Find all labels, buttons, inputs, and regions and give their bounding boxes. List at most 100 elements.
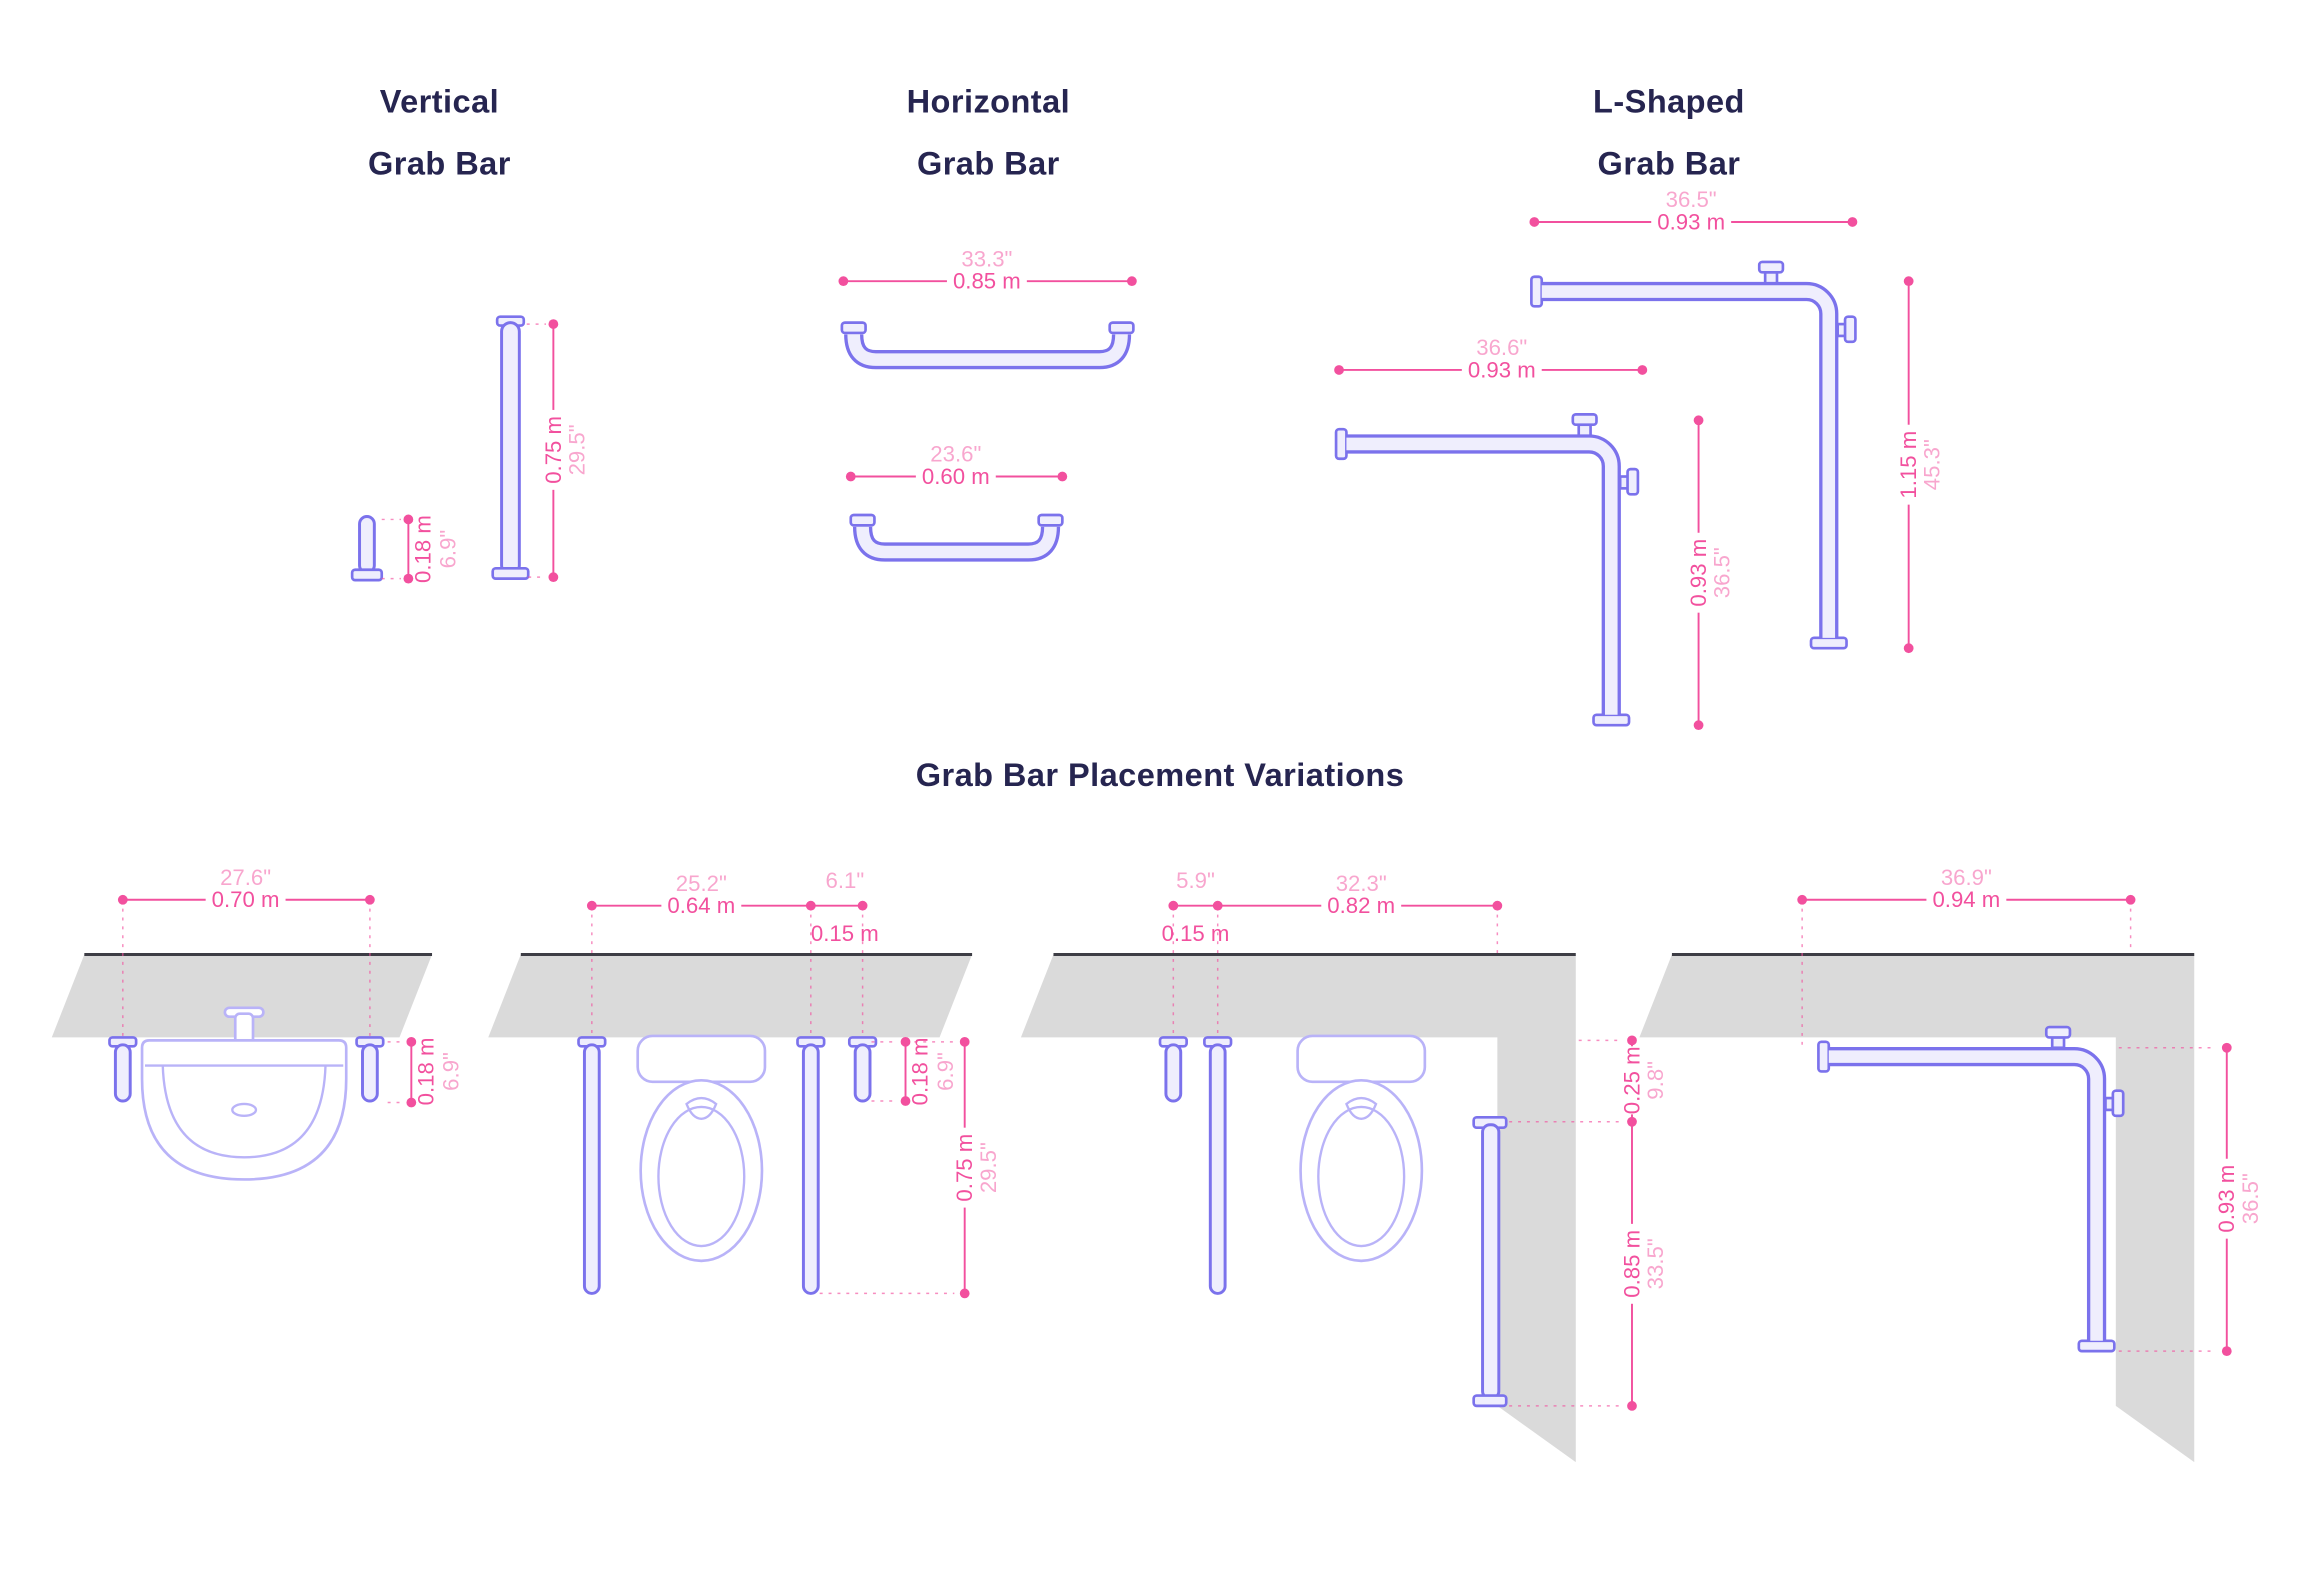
- dim-lcorner-height: 0.93 m 36.5": [2118, 1042, 2263, 1357]
- bar-tube: [1346, 437, 1618, 715]
- dim-inches-label: 9.8": [1643, 1061, 1668, 1100]
- bar-tube: [1208, 1043, 1227, 1295]
- dim-inches-label: 29.5": [976, 1142, 1001, 1193]
- dim-vertical-bar-small: 0.18 m 6.9": [381, 514, 461, 584]
- dim-dot: [1168, 900, 1179, 911]
- section-title: L-Shaped: [1593, 83, 1745, 119]
- dim-label-bg: [952, 1127, 979, 1208]
- section-title: Grab Bar: [368, 146, 511, 182]
- dim-label-bg: [541, 409, 567, 490]
- dim-inches-label: 6.9": [436, 530, 461, 569]
- dim-meters-label: 0.70 m: [212, 887, 280, 912]
- dim-dot: [900, 1096, 911, 1106]
- dim-inches-label: 6.9": [933, 1052, 958, 1091]
- dim-inches-label: 33.5": [1643, 1238, 1668, 1289]
- grab-bar-long: [1203, 1036, 1233, 1295]
- scenario-toilet: 25.2" 0.64 m 6.1" 0.15 m 0.18 m 6.9": [488, 868, 1001, 1299]
- dim-corner-bar-length: 0.85 m 33.5": [1509, 1121, 1668, 1411]
- toilet-seat: [657, 1105, 746, 1248]
- mount-plate: [840, 321, 867, 335]
- dim-inches-label: 27.6": [220, 865, 271, 890]
- placement-title: Grab Bar Placement Variations: [916, 757, 1405, 793]
- mount-plate: [1757, 260, 1785, 274]
- dim-l1-height: 1.15 m 45.3": [1896, 276, 1945, 654]
- dim-toilet-bar-short: 0.18 m 6.9": [871, 1036, 958, 1106]
- dim-toilet-width: 25.2" 0.64 m: [586, 871, 864, 1038]
- scenario-sink: 27.6" 0.70 m 0.18 m 6.9": [51, 865, 464, 1181]
- bar-tube: [500, 321, 521, 576]
- dim-dot: [1847, 217, 1858, 227]
- dim-meters-label: 0.64 m: [667, 893, 735, 918]
- dim-meters-label: 0.94 m: [1932, 887, 2000, 912]
- dim-inches-label: 36.5": [2238, 1173, 2263, 1224]
- dim-dot: [406, 1036, 417, 1047]
- dim-label-bg: [1461, 356, 1542, 384]
- mount-plate: [1843, 315, 1857, 344]
- l-shaped-grab-bar-2: [1334, 413, 1640, 727]
- dim-l1-width: 36.5" 0.93 m: [1529, 187, 1858, 236]
- dim-meters-label: 0.93 m: [2214, 1165, 2239, 1233]
- dim-inches-label: 25.2": [676, 871, 727, 896]
- sink-drain: [231, 1102, 258, 1118]
- dim-meters-label: 0.15 m: [811, 921, 879, 946]
- bar-tube: [1828, 1047, 2107, 1341]
- dim-inches-label: 36.6": [1476, 335, 1527, 360]
- dim-inches-label: 36.5": [1666, 187, 1717, 212]
- scenario-corner-toilet: 5.9" 0.15 m 32.3" 0.82 m 0.25 m 9.8": [1020, 868, 1668, 1463]
- dim-meters-label: 0.18 m: [414, 1038, 439, 1106]
- dim-dot: [406, 1097, 417, 1108]
- dim-dot: [586, 900, 597, 911]
- dim-meters-label: 0.93 m: [1468, 357, 1536, 382]
- dim-l2-height: 0.93 m 36.5": [1686, 415, 1735, 731]
- mount-plate: [350, 568, 384, 582]
- sink-bowl: [161, 1065, 327, 1159]
- dim-toilet-offset: 6.1" 0.15 m: [810, 868, 879, 946]
- dim-dot: [1492, 900, 1503, 911]
- dim-dot: [1637, 365, 1648, 375]
- mount-plate: [491, 566, 530, 580]
- dim-dot: [2221, 1042, 2232, 1053]
- dim-label-bg: [1620, 1223, 1646, 1304]
- sink-fixture: [140, 1006, 348, 1181]
- dim-inches-label: 36.9": [1941, 865, 1992, 890]
- dim-label-bg: [1651, 208, 1732, 236]
- toilet-flush: [685, 1096, 718, 1120]
- horizontal-grab-bar-short: [849, 513, 1064, 562]
- dim-corner-width: 32.3" 0.82 m: [1217, 871, 1503, 954]
- grab-bar-short: [847, 1036, 878, 1103]
- dim-inches-label: 32.3": [1336, 871, 1387, 896]
- dim-inches-label: 6.9": [439, 1052, 464, 1091]
- dim-lcorner-width: 36.9" 0.94 m: [1797, 865, 2136, 1045]
- sink-basin: [140, 1039, 348, 1181]
- dim-label-bg: [946, 267, 1027, 295]
- dim-toilet-bar-long: 0.75 m 29.5": [819, 1036, 1001, 1299]
- dim-dot: [1903, 276, 1914, 287]
- dim-label-bg: [1926, 886, 2007, 914]
- dim-sink-bar-length: 0.18 m 6.9": [387, 1036, 464, 1108]
- dim-dot: [548, 319, 559, 329]
- mount-plate: [849, 513, 876, 527]
- dim-label-bg: [1620, 1046, 1646, 1115]
- toilet-tank: [636, 1034, 767, 1084]
- mount-plate: [1037, 513, 1064, 527]
- dim-meters-label: 1.15 m: [1896, 431, 1921, 499]
- section-title: Grab Bar: [1598, 146, 1741, 182]
- dim-meters-label: 0.25 m: [1619, 1046, 1644, 1114]
- dim-dot: [117, 894, 128, 905]
- section-vertical-grab-bar: Vertical Grab Bar 0.75 m 29.5" 0.18: [350, 83, 589, 584]
- wall-shape: [488, 954, 973, 1038]
- toilet-fixture: [1296, 1034, 1427, 1263]
- dim-dot: [1334, 365, 1344, 375]
- section-horizontal-grab-bar: Horizontal Grab Bar 33.3" 0.85 m 23.6" 0…: [838, 83, 1137, 562]
- dim-dot: [959, 1288, 970, 1299]
- dim-label-bg: [1686, 532, 1712, 613]
- dim-meters-label: 0.75 m: [952, 1134, 977, 1202]
- grab-bar-right: [355, 1036, 385, 1103]
- mount-plate: [2044, 1025, 2072, 1039]
- dim-dot: [1057, 471, 1068, 482]
- mount-plate: [1108, 321, 1135, 335]
- wall-shape: [51, 954, 433, 1038]
- dim-sink-width: 27.6" 0.70 m: [117, 865, 375, 1036]
